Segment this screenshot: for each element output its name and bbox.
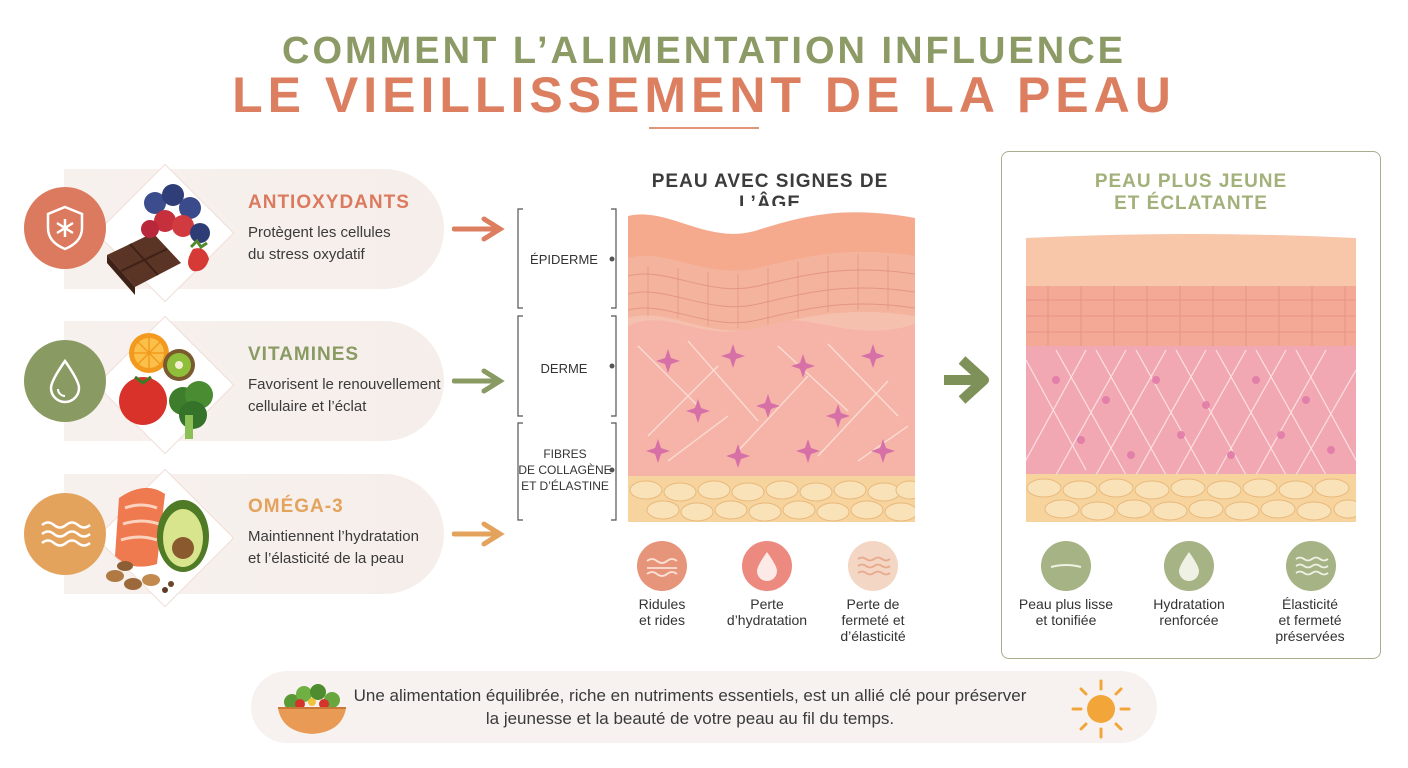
berries-chocolate-image [107,184,210,295]
wrinkle-lines-icon [646,558,678,577]
aged-skin-cross-section [628,206,915,522]
antioxidant-badge [24,187,106,269]
arrow-right-icon [452,368,505,394]
layer-label-fibers: FIBRES DE COLLAGÈNE ET D’ÉLASTINE [518,447,612,493]
firmness-loss-badge [848,541,898,591]
hydration-boost-badge [1164,541,1214,591]
layer-label-epidermis: ÉPIDERME [530,252,598,267]
layer-brackets [517,208,617,521]
transformation-arrow-icon [944,356,989,404]
omega-badge [24,493,106,575]
nutrient-title: VITAMINES [248,344,360,365]
layer-label-dermis: DERME [540,361,588,376]
shield-star-icon [46,205,84,251]
fruits-vegetables-image [119,333,213,439]
hydration-loss-badge [742,541,792,591]
waves-icon [41,521,91,547]
smooth-line-icon [1050,564,1082,568]
salmon-avocado-image [106,487,209,593]
title-divider [649,127,759,129]
arrow-right-icon [452,521,505,547]
title-line-1: COMMENT L’ALIMENTATION INFLUENCE [282,30,1126,72]
wrinkles-sign-badge [637,541,687,591]
nutrient-title: ANTIOXYDANTS [248,192,410,213]
sun-icon [1071,679,1131,739]
water-drop-icon [757,552,777,581]
water-drop-icon [49,358,81,404]
elasticity-badge [1286,541,1336,591]
title-line-2: LE VIEILLISSEMENT DE LA PEAU [232,67,1176,123]
smooth-skin-badge [1041,541,1091,591]
arrow-right-icon [452,216,505,242]
footer-message: Une alimentation équilibrée, riche en nu… [353,686,1027,728]
waves-icon [1295,556,1329,576]
water-drop-icon [1179,552,1199,581]
waves-icon [857,556,891,576]
footer-banner [251,671,1157,743]
nutrient-title: OMÉGA-3 [248,496,344,517]
young-skin-cross-section [1026,230,1356,522]
salad-bowl-icon [278,684,346,734]
vitamin-badge [24,340,106,422]
